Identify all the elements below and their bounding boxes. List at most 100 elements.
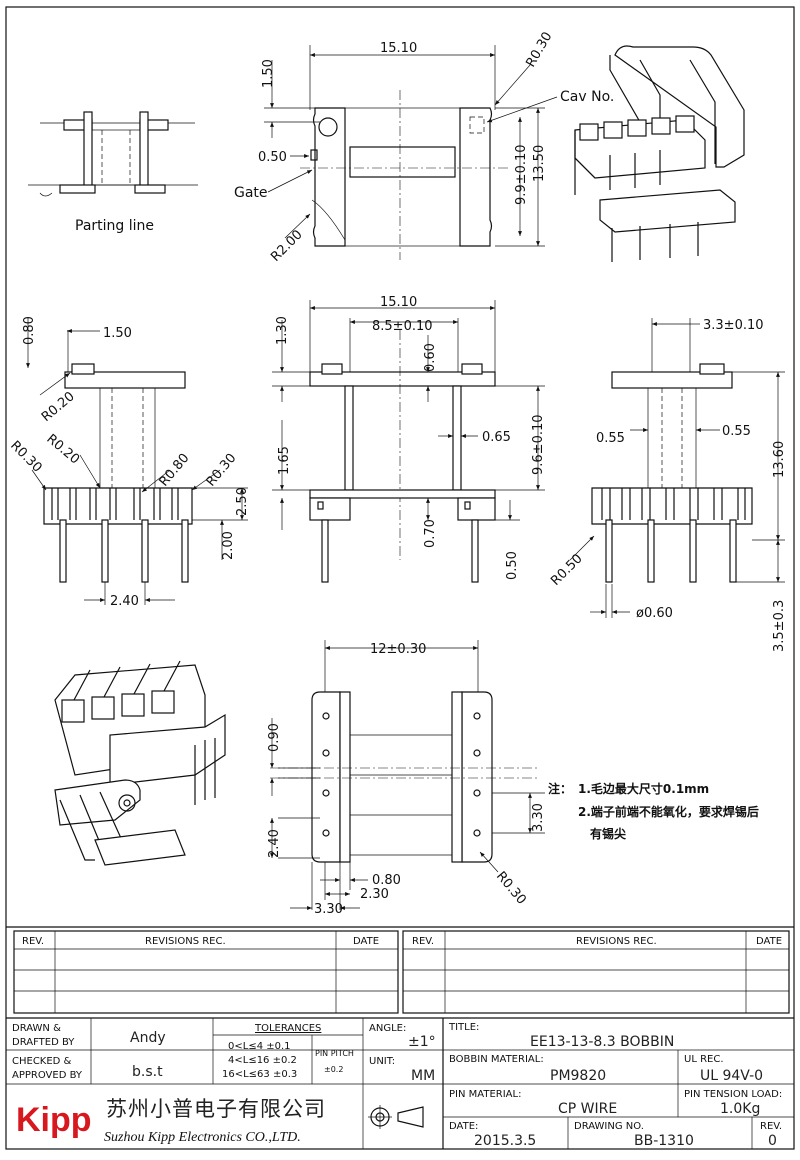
date-label: DATE: (449, 1121, 478, 1132)
checked-label-1: CHECKED & (12, 1056, 72, 1067)
dim-12: 12±0.30 (370, 642, 426, 657)
drawn-label-1: DRAWN & (12, 1023, 61, 1034)
cav-no-label: Cav No. (560, 89, 614, 105)
drawn-by-value: Andy (130, 1030, 166, 1046)
pin-tension-label: PIN TENSION LOAD: (684, 1089, 782, 1100)
note-title: 注： (548, 781, 572, 796)
dim-3-30-right: 3.30 (531, 803, 546, 832)
pin-pitch-label: PIN PITCH (315, 1049, 354, 1058)
isometric-view-1 (574, 45, 745, 262)
dim-r0-20-a: R0.20 (39, 389, 78, 425)
dim-3-30-bottom: 3.30 (314, 902, 343, 917)
rev-value: 0 (768, 1133, 777, 1149)
title-block: DRAWN & DRAFTED BY Andy CHECKED & APPROV… (6, 1017, 794, 1149)
sheet-border (5, 6, 795, 1150)
dim-2-50: 2.50 (235, 487, 250, 516)
notes: 注： 1.毛边最大尺寸0.1mm 2.端子前端不能氧化，要求焊锡后 有锡尖 (548, 781, 759, 841)
tolerance-row-1: 0<L≤4 ±0.1 (228, 1041, 291, 1052)
pin-material-value: CP WIRE (558, 1101, 617, 1117)
dim-1-65: 1.65 (277, 446, 292, 475)
dim-0-65: 0.65 (482, 430, 511, 445)
company-name-cn: 苏州小普电子有限公司 (106, 1097, 326, 1121)
ul-rec-value: UL 94V-0 (700, 1068, 763, 1084)
dim-r0-30-bottom: R0.30 (493, 869, 529, 908)
dim-r0-50: R0.50 (548, 551, 585, 588)
dim-0-80-bottom: 0.80 (372, 873, 401, 888)
dim-1-50: 1.50 (261, 59, 276, 88)
angle-value: ±1° (408, 1034, 436, 1050)
dim-phi-0-60: ø0.60 (636, 606, 673, 621)
dim-2-40-left: 2.40 (110, 594, 139, 609)
ul-rec-label: UL REC. (684, 1054, 724, 1065)
dim-r0-20-b: R0.20 (43, 432, 82, 468)
dim-8-5: 8.5±0.10 (372, 319, 433, 334)
dim-3-3: 3.3±0.10 (703, 318, 764, 333)
rev-label: REV. (760, 1121, 782, 1132)
angle-label: ANGLE: (369, 1023, 406, 1034)
dim-0-50-mid: 0.50 (505, 551, 520, 580)
dim-top-width: 15.10 (380, 41, 417, 56)
rev-header-left: REV. (22, 936, 44, 947)
checked-by-value: b.s.t (132, 1064, 163, 1080)
tolerances-label: TOLERANCES (254, 1023, 321, 1034)
date-header-right: DATE (756, 936, 782, 947)
date-value: 2015.3.5 (474, 1133, 536, 1149)
dim-2-30: 2.30 (360, 887, 389, 902)
bobbin-material-value: PM9820 (550, 1068, 606, 1084)
note-line-2: 2.端子前端不能氧化，要求焊锡后 (578, 804, 759, 819)
revisions-table: REV. REVISIONS REC. DATE REV. REVISIONS … (6, 926, 794, 1014)
dim-mid-15-10: 15.10 (380, 295, 417, 310)
side-view-right: 3.3±0.10 0.55 0.55 13.60 3.5±0.3 (548, 318, 787, 652)
dim-r0-30-b: R0.30 (204, 451, 240, 490)
dim-0-60: 0.60 (423, 343, 438, 372)
isometric-view-2 (54, 660, 226, 866)
company-name-en: Suzhou Kipp Electronics CO.,LTD. (104, 1130, 301, 1145)
drawing-no-value: BB-1310 (634, 1133, 694, 1149)
parting-line-view: Parting line (28, 111, 198, 234)
dim-1-50-left: 1.50 (103, 326, 132, 341)
dim-0-80-left: 0.80 (22, 316, 37, 345)
title-label: TITLE: (448, 1022, 479, 1033)
dim-1-30: 1.30 (275, 316, 290, 345)
note-line-3: 有锡尖 (590, 826, 626, 841)
dim-2-00: 2.00 (221, 531, 236, 560)
date-header-left: DATE (353, 936, 379, 947)
dim-0-90: 0.90 (267, 723, 282, 752)
revisions-header-left: REVISIONS REC. (145, 936, 226, 947)
dim-9-6: 9.6±0.10 (531, 414, 546, 475)
dim-0-55-b: 0.55 (722, 424, 751, 439)
dim-9-9: 9.9±0.10 (514, 144, 529, 205)
gate-label: Gate (234, 185, 268, 201)
dim-3-5: 3.5±0.3 (772, 600, 787, 652)
checked-label-2: APPROVED BY (12, 1070, 83, 1081)
dim-0-50: 0.50 (258, 150, 287, 165)
pin-pitch-tolerance: ±0.2 (324, 1065, 343, 1074)
dim-r0-80: R0.80 (157, 451, 193, 490)
dim-r2-00: R2.00 (268, 227, 305, 264)
unit-label: UNIT: (369, 1056, 395, 1067)
projection-symbol-icon (368, 1105, 424, 1129)
rev-header-right: REV. (412, 936, 434, 947)
tolerance-row-2: 4<L≤16 ±0.2 (228, 1055, 297, 1066)
dim-r0-30-top: R0.30 (523, 30, 555, 70)
top-view: 15.10 1.50 0.50 Gate R2.00 R0.30 Cav No.… (234, 30, 614, 265)
pin-tension-value: 1.0Kg (720, 1101, 760, 1117)
unit-value: MM (411, 1068, 435, 1084)
front-view-center: 15.10 8.5±0.10 1.30 0.60 0.65 9.6±0.10 (272, 295, 546, 583)
dim-13-50: 13.50 (532, 145, 547, 182)
dim-13-60: 13.60 (772, 441, 787, 478)
bobbin-material-label: BOBBIN MATERIAL: (449, 1054, 544, 1065)
dim-2-40-bottom: 2.40 (267, 829, 282, 858)
revisions-header-right: REVISIONS REC. (576, 936, 657, 947)
dim-0-55-a: 0.55 (596, 431, 625, 446)
drawing-no-label: DRAWING NO. (574, 1121, 644, 1132)
drawn-label-2: DRAFTED BY (12, 1037, 75, 1048)
pin-material-label: PIN MATERIAL: (449, 1089, 521, 1100)
bottom-view: 12±0.30 0.90 2.40 3.30 0.80 (267, 640, 546, 917)
side-view-left: 0.80 1.50 R0.20 R0.20 R0.30 R0.80 R0. (7, 316, 250, 609)
kipp-logo: Kipp (16, 1101, 92, 1139)
drawing-title: EE13-13-8.3 BOBBIN (530, 1034, 674, 1050)
parting-line-label: Parting line (75, 218, 154, 234)
